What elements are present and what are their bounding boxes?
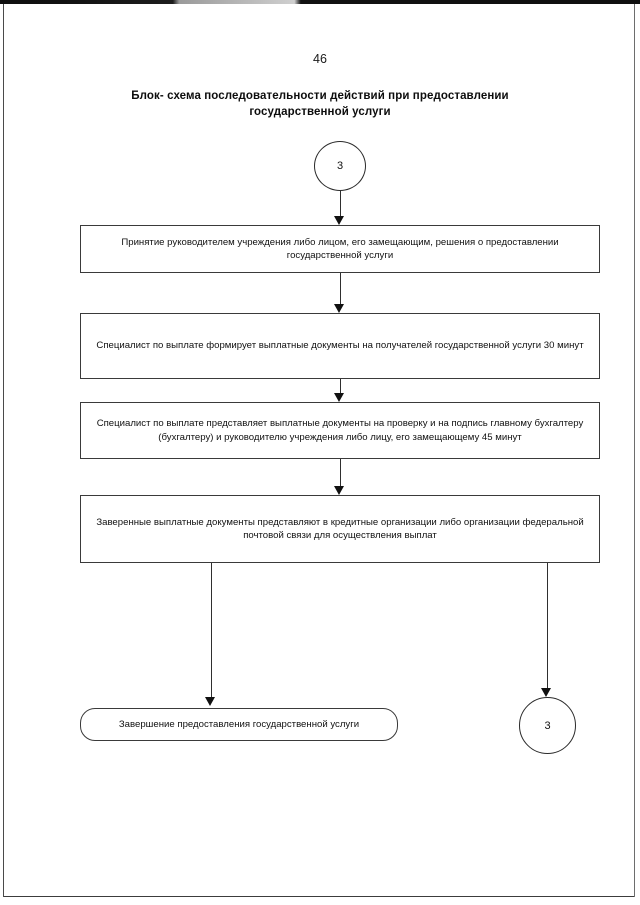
arrowhead-4 (334, 486, 344, 495)
page-number: 46 (313, 52, 327, 66)
connector-circle-bottom: 3 (519, 697, 576, 754)
connector-circle-top: 3 (314, 141, 366, 191)
flow-line-2 (339, 273, 341, 306)
process-box-2: Специалист по выплате формирует выплатны… (80, 313, 600, 379)
process-box-2-text: Специалист по выплате формирует выплатны… (96, 340, 584, 352)
arrowhead-6 (541, 688, 551, 697)
terminal-box-end-text: Завершение предоставления государственно… (118, 719, 360, 730)
scan-edge-right (634, 4, 635, 897)
arrowhead-2 (334, 304, 344, 313)
scan-edge-top (0, 0, 640, 4)
flow-line-5-left-branch (210, 563, 212, 699)
connector-circle-top-label: 3 (336, 160, 344, 172)
process-box-1-text: Принятие руководителем учреждения либо л… (121, 236, 559, 262)
process-box-3: Специалист по выплате представляет выпла… (80, 402, 600, 459)
page-title: Блок- схема последовательности действий … (131, 90, 509, 118)
arrowhead-1 (334, 216, 344, 225)
scan-edge-left (3, 4, 4, 897)
flow-line-6-right-branch (546, 563, 548, 690)
process-box-4: Заверенные выплатные документы представл… (80, 495, 600, 563)
flow-line-4 (339, 459, 341, 488)
scan-edge-bottom (4, 896, 634, 897)
arrowhead-3 (334, 393, 344, 402)
process-box-3-text: Специалист по выплате представляет выпла… (96, 418, 584, 443)
terminal-box-end: Завершение предоставления государственно… (80, 708, 398, 741)
process-box-4-text: Заверенные выплатные документы представл… (96, 516, 584, 542)
flow-line-1 (339, 191, 341, 218)
connector-circle-bottom-label: 3 (544, 719, 551, 732)
flow-line-3 (339, 379, 341, 396)
arrowhead-5 (205, 697, 215, 706)
process-box-1: Принятие руководителем учреждения либо л… (80, 225, 600, 273)
